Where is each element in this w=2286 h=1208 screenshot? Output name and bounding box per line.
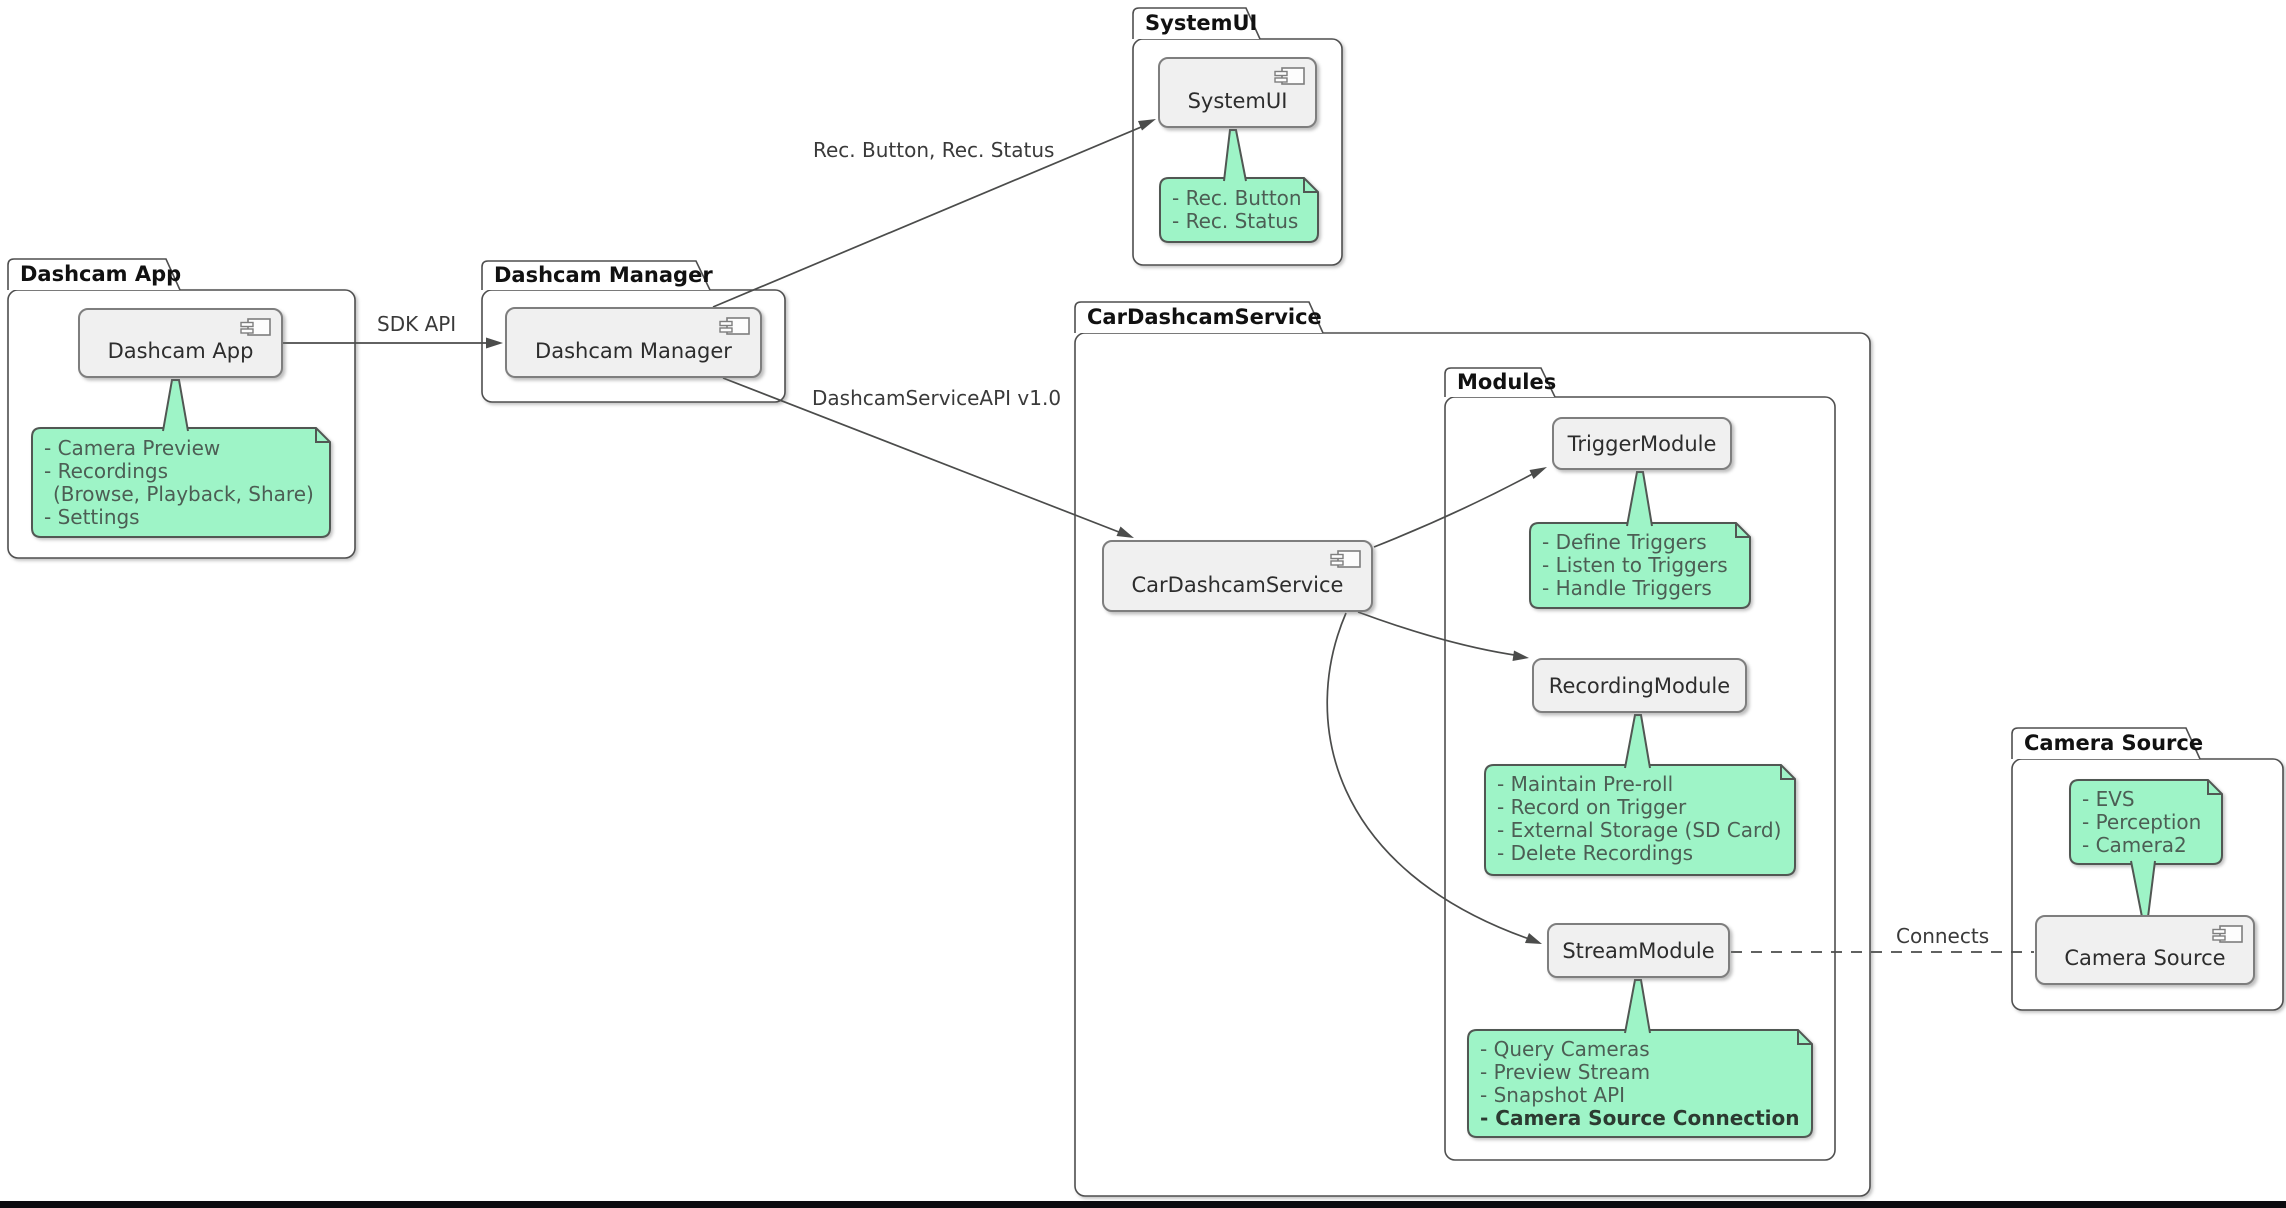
note-camera-source-text: - EVS - Perception - Camera2: [2082, 788, 2201, 857]
package-bodies: [7, 38, 2284, 1197]
note-systemui-text: - Rec. Button - Rec. Status: [1172, 187, 1302, 233]
package-title-cardashcamservice: CarDashcamService: [1087, 305, 1322, 329]
note-line: - External Storage (SD Card): [1497, 818, 1782, 842]
component-label: StreamModule: [1562, 938, 1715, 963]
note-line: - Record on Trigger: [1497, 795, 1687, 819]
component-cardashcamservice: CarDashcamService: [1102, 540, 1373, 612]
note-line: - Listen to Triggers: [1542, 553, 1728, 577]
arrowhead-recording: [1512, 650, 1529, 661]
edge-recording-line: [1357, 611, 1522, 657]
note-fold-recording: [1780, 765, 1795, 780]
component-label: CarDashcamService: [1131, 573, 1344, 597]
note-tail-trigger: [1626, 471, 1653, 527]
component-icon: [1330, 550, 1361, 568]
arrowhead-rec: [1138, 119, 1156, 131]
arrowhead-service-api: [1116, 526, 1134, 538]
note-line: - Rec. Button: [1172, 186, 1302, 210]
note-line: - Define Triggers: [1542, 530, 1707, 554]
package-title-dashcam-manager: Dashcam Manager: [494, 263, 713, 287]
package-tabs: [7, 7, 2201, 760]
edge-label-sdk-api: SDK API: [377, 312, 457, 336]
component-camera-source: Camera Source: [2035, 915, 2255, 985]
note-line: - Snapshot API: [1480, 1083, 1626, 1107]
component-label: SystemUI: [1187, 89, 1288, 113]
note-line: - Maintain Pre-roll: [1497, 772, 1674, 796]
bottom-bar: [0, 1201, 2286, 1208]
component-dashcam-manager: Dashcam Manager: [505, 307, 762, 378]
note-line: - Query Cameras: [1480, 1037, 1650, 1061]
note-line: - Perception: [2082, 810, 2202, 834]
note-trigger-module-text: - Define Triggers - Listen to Triggers -…: [1542, 531, 1728, 600]
component-recording-module: RecordingModule: [1532, 658, 1747, 713]
component-icon: [240, 318, 271, 336]
component-icon: [1274, 67, 1305, 85]
component-label: RecordingModule: [1548, 673, 1731, 698]
component-icon: [2212, 925, 2243, 943]
arrowhead-stream: [1525, 933, 1542, 944]
component-systemui: SystemUI: [1158, 57, 1317, 128]
arrowhead-trigger: [1529, 467, 1547, 479]
note-fold-systemui: [1303, 178, 1318, 193]
note-line-bold: - Camera Source Connection: [1480, 1106, 1800, 1130]
note-fold-trigger: [1735, 523, 1750, 538]
component-stream-module: StreamModule: [1547, 923, 1730, 978]
note-line: - EVS: [2082, 787, 2135, 811]
package-title-modules: Modules: [1457, 370, 1557, 394]
edge-label-service-api: DashcamServiceAPI v1.0: [812, 386, 1062, 410]
component-dashcam-app: Dashcam App: [78, 308, 283, 378]
note-line: - Settings: [44, 505, 140, 529]
note-fold-stream: [1797, 1030, 1812, 1045]
component-label: Dashcam Manager: [535, 339, 732, 363]
note-tail-dashcam-app: [162, 379, 189, 432]
note-tail-camera-source: [2130, 860, 2156, 918]
note-stream-module-text: - Query Cameras - Preview Stream - Snaps…: [1480, 1038, 1800, 1130]
edge-trigger-line: [1373, 470, 1539, 548]
arrowheads: [486, 119, 1547, 944]
note-line: - Delete Recordings: [1497, 841, 1694, 865]
note-line: - Camera Preview: [44, 436, 221, 460]
component-label: TriggerModule: [1567, 431, 1717, 456]
note-line: (Browse, Playback, Share): [53, 482, 314, 506]
arrowhead-sdk-api: [486, 337, 503, 349]
package-title-dashcam-app: Dashcam App: [20, 262, 182, 286]
note-line: - Handle Triggers: [1542, 576, 1712, 600]
note-line: - Rec. Status: [1172, 209, 1299, 233]
component-trigger-module: TriggerModule: [1552, 417, 1732, 470]
component-icon: [719, 317, 750, 335]
edge-label-rec-button-status: Rec. Button, Rec. Status: [813, 138, 1055, 162]
note-fold-dashcam-app: [315, 428, 330, 443]
component-label: Dashcam App: [107, 339, 254, 363]
note-recording-module-text: - Maintain Pre-roll - Record on Trigger …: [1497, 773, 1781, 865]
package-title-camera-source: Camera Source: [2024, 731, 2204, 755]
edge-label-connects: Connects: [1896, 924, 1990, 948]
note-tail-stream: [1624, 979, 1651, 1034]
note-tail-systemui: [1223, 129, 1247, 182]
note-line: - Camera2: [2082, 833, 2187, 857]
note-dashcam-app-text: - Camera Preview - Recordings (Browse, P…: [44, 437, 314, 529]
note-tail-recording: [1624, 714, 1651, 769]
note-fold-camera-source: [2207, 780, 2222, 795]
note-line: - Preview Stream: [1480, 1060, 1651, 1084]
component-label: Camera Source: [2064, 946, 2226, 970]
note-line: - Recordings: [44, 459, 169, 483]
package-title-systemui: SystemUI: [1145, 11, 1258, 35]
